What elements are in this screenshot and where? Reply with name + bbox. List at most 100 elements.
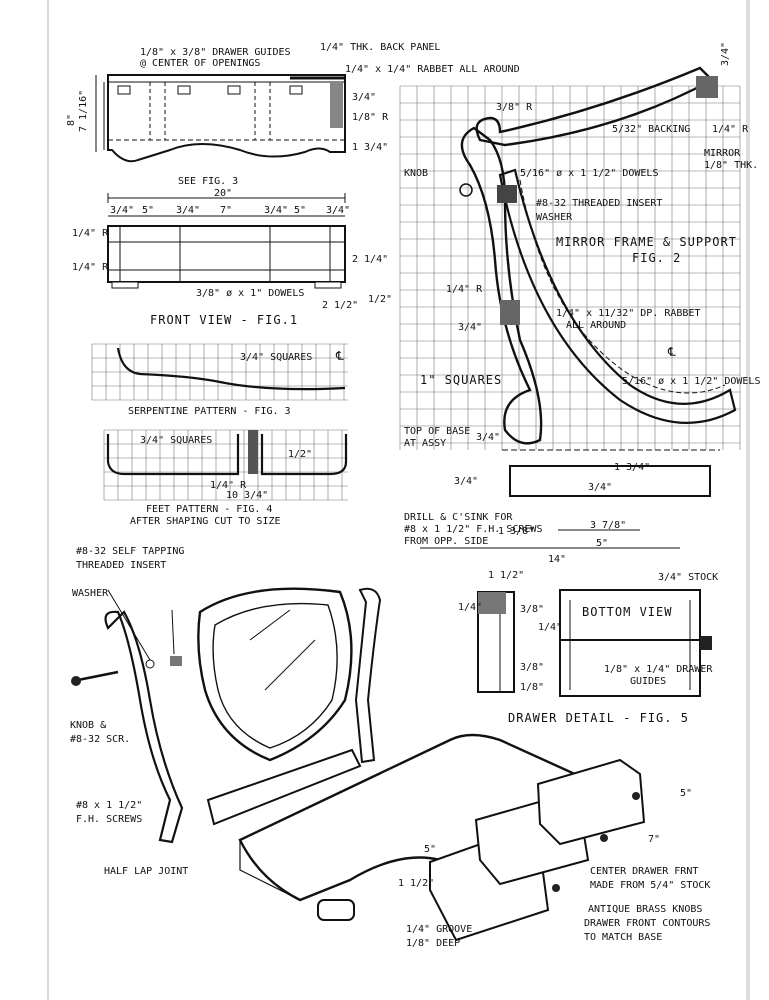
fig2-drill-2: #8 x 1 1/2" F.H. SCREWS	[404, 524, 542, 535]
fig1-col-5b: 5"	[294, 205, 306, 216]
fig2-mirror-2: 1/8" THK.	[704, 160, 758, 171]
fig2-drill-3: FROM OPP. SIDE	[404, 536, 488, 547]
fig2-knob: KNOB	[404, 168, 428, 179]
fig1-dim-1-2: 1/2"	[368, 294, 392, 305]
fig2-r-1-4: 1/4" R	[446, 284, 483, 295]
fig1-dim-2-1-4: 2 1/4"	[352, 254, 388, 265]
exploded-washer: WASHER	[72, 588, 109, 599]
exploded-view: #8-32 SELF TAPPING THREADED INSERT WASHE…	[70, 546, 710, 949]
exploded-knob: KNOB &	[70, 720, 106, 731]
fig2-dim-1-4-r: 1/4" R	[712, 124, 749, 135]
exploded-dim-7: 7"	[648, 834, 660, 845]
fig5-dim-3-8: 3/8"	[520, 604, 544, 615]
fig1-col-3-4c: 3/4"	[264, 205, 288, 216]
fig2-dim-3-8-r: 3/8" R	[496, 102, 533, 113]
fig5-bottom-view: BOTTOM VIEW	[582, 605, 672, 619]
fig1-dim-2-1-2: 2 1/2"	[322, 300, 358, 311]
exploded-dim-5a: 5"	[680, 788, 692, 799]
fig4-squares: 3/4" SQUARES	[140, 435, 212, 446]
fig4-r: 1/4" R	[210, 480, 247, 491]
fig5-drawer-detail: 1 1/2" 1/4" 3/8" 1/4" 3/8" 1/8" 3/4" STO…	[458, 570, 718, 725]
fig1-dowels: 3/8" ø x 1" DOWELS	[196, 288, 304, 299]
exploded-center-2: MADE FROM 5/4" STOCK	[590, 880, 710, 891]
fig2-title: MIRROR FRAME & SUPPORT	[556, 235, 737, 249]
fig2-dim-3-4e: 3/4"	[588, 482, 612, 493]
fig5-guides: 1/8" x 1/4" DRAWER	[604, 664, 713, 675]
fig1-dim-7-1-16: 7 1/16"	[78, 90, 89, 132]
fig5-dim-1-8: 1/8"	[520, 682, 544, 693]
fig2-mirror-frame: 3/4" 3/8" R 5/32" BACKING 1/4" R MIRROR …	[399, 42, 760, 565]
fig3-cl: ℄	[335, 349, 345, 363]
fig2-at-assy: AT ASSY	[404, 438, 446, 449]
fig3-serpentine-pattern: 3/4" SQUARES ℄ SERPENTINE PATTERN - FIG.…	[91, 343, 348, 417]
fig1-guides-label: 1/8" x 3/8" DRAWER GUIDES	[140, 47, 291, 58]
fig2-rabbet-2: ALL AROUND	[566, 320, 626, 331]
fig1-r-1-4b: 1/4" R	[72, 262, 109, 273]
fig2-dim-3-4: 3/4"	[720, 42, 731, 66]
fig4-dim-10-3-4: 10 3/4"	[226, 490, 268, 501]
fig4-title: FEET PATTERN - FIG. 4	[146, 504, 272, 515]
fig2-dowels: 5/16" ø x 1 1/2" DOWELS	[520, 168, 658, 179]
fig1-r-1-4a: 1/4" R	[72, 228, 109, 239]
fig1-col-3-4a: 3/4"	[110, 205, 134, 216]
fig2-dim-5: 5"	[596, 538, 608, 549]
exploded-knob-2: #8-32 SCR.	[70, 734, 130, 745]
exploded-screws: #8 x 1 1/2"	[76, 800, 142, 811]
fig5-stock: 3/4" STOCK	[658, 572, 718, 583]
fig2-fig: FIG. 2	[632, 251, 681, 265]
exploded-insert: #8-32 SELF TAPPING	[76, 546, 184, 557]
fig2-dim-1-3-8: 1 3/8"	[498, 526, 534, 537]
fig3-title: SERPENTINE PATTERN - FIG. 3	[128, 406, 291, 417]
exploded-groove: 1/4" GROOVE	[406, 924, 472, 935]
fig2-mirror: MIRROR	[704, 148, 741, 159]
fig1-dim-20: 20"	[214, 188, 232, 199]
fig1-see-fig3: SEE FIG. 3	[178, 176, 238, 187]
fig1-front-view: 1/8" x 3/8" DRAWER GUIDES @ CENTER OF OP…	[66, 42, 520, 327]
exploded-screws-2: F.H. SCREWS	[76, 814, 142, 825]
fig4-subtitle: AFTER SHAPING CUT TO SIZE	[130, 516, 281, 527]
fig2-insert: #8-32 THREADED INSERT	[536, 198, 662, 209]
fig2-dim-3-4d: 3/4"	[454, 476, 478, 487]
exploded-insert-2: THREADED INSERT	[76, 560, 166, 571]
fig1-col-5a: 5"	[142, 205, 154, 216]
fig2-dowels-2: 5/16" ø x 1 1/2" DOWELS	[622, 376, 760, 387]
fig2-top-base: TOP OF BASE	[404, 426, 470, 437]
fig2-dim-3-4b: 3/4"	[458, 322, 482, 333]
fig1-dim-8: 8"	[66, 114, 77, 126]
fig1-col-3-4d: 3/4"	[326, 205, 350, 216]
fig1-dim-3-4: 3/4"	[352, 92, 376, 103]
exploded-dim-1-1-2: 1 1/2"	[398, 878, 434, 889]
fig2-drill: DRILL & C'SINK FOR	[404, 512, 513, 523]
fig1-back-panel-label: 1/4" THK. BACK PANEL	[320, 42, 440, 53]
fig1-guides-label-2: @ CENTER OF OPENINGS	[140, 58, 260, 69]
fig4-feet-pattern: 3/4" SQUARES 1/2" 1/4" R 10 3/4" FEET PA…	[103, 429, 348, 527]
fig2-dim-1-3-4: 1 3/4"	[614, 462, 650, 473]
fig3-squares: 3/4" SQUARES	[240, 352, 312, 363]
fig5-guides-2: GUIDES	[630, 676, 666, 687]
exploded-groove-2: 1/8" DEEP	[406, 938, 460, 949]
fig5-dim-3-8b: 3/8"	[520, 662, 544, 673]
fig4-dim-1-2: 1/2"	[288, 449, 312, 460]
fig2-dim-3-7-8: 3 7/8"	[590, 520, 626, 531]
fig1-col-3-4b: 3/4"	[176, 205, 200, 216]
fig1-rabbet-label: 1/4" x 1/4" RABBET ALL AROUND	[345, 64, 520, 75]
fig1-col-7: 7"	[220, 205, 232, 216]
fig1-dim-1-3-4: 1 3/4"	[352, 142, 388, 153]
fig2-dim-3-4c: 3/4"	[476, 432, 500, 443]
fig5-dim-1-4: 1/4"	[458, 602, 482, 613]
fig2-washer: WASHER	[536, 212, 573, 223]
fig1-dim-1-8-r: 1/8" R	[352, 112, 389, 123]
fig2-squares: 1" SQUARES	[420, 373, 502, 387]
exploded-center: CENTER DRAWER FRNT	[590, 866, 698, 877]
fig2-backing: 5/32" BACKING	[612, 124, 690, 135]
exploded-contours: DRAWER FRONT CONTOURS	[584, 918, 710, 929]
exploded-contours-2: TO MATCH BASE	[584, 932, 662, 943]
exploded-dim-5b: 5"	[424, 844, 436, 855]
fig5-dim-1-1-2: 1 1/2"	[488, 570, 524, 581]
fig2-cl: ℄	[667, 345, 677, 359]
exploded-knobs: ANTIQUE BRASS KNOBS	[588, 904, 702, 915]
fig2-rabbet: 1/4" x 11/32" DP. RABBET	[556, 308, 701, 319]
fig5-title: DRAWER DETAIL - FIG. 5	[508, 711, 689, 725]
fig5-dim-1-4b: 1/4"	[538, 622, 562, 633]
